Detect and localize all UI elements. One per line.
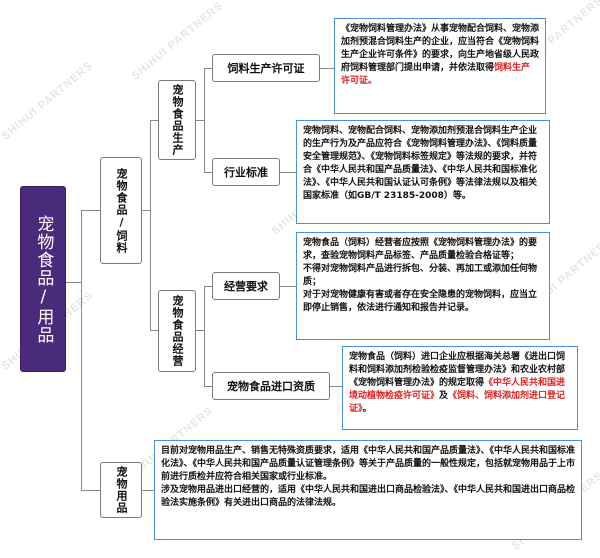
connector-line (280, 286, 296, 287)
operation-label: 宠物食品经营 (171, 295, 185, 367)
import-node: 宠物食品进口资质 (212, 372, 330, 400)
food-label: 宠物食品/饲料 (115, 167, 129, 254)
import-desc-text3: 。 (362, 404, 372, 414)
connector-line (150, 330, 158, 331)
license-label: 饲料生产许可证 (227, 62, 305, 75)
connector-line (204, 286, 205, 386)
import-desc-highlight2: 《饲料、饲料添加剂进口登记证》 (349, 391, 566, 414)
standard-label: 行业标准 (224, 166, 268, 179)
connector-line (150, 120, 158, 121)
standard-desc-text: 宠物饲料、宠物配合饲料、宠物添加剂预混合饲料生产企业的生产行为及产品应符合《宠物… (303, 126, 538, 201)
connector-line (330, 386, 342, 387)
connector-line (150, 120, 151, 330)
connector-line (66, 282, 81, 283)
operation-node: 宠物食品经营 (158, 290, 196, 372)
business-node: 经营要求 (212, 272, 280, 300)
connector-line (81, 210, 82, 490)
connector-line (204, 286, 212, 287)
connector-line (81, 490, 100, 491)
root-label: 宠物食品/用品 (33, 214, 54, 344)
business-desc-line1: 宠物食品（饲料）经营者应按照《宠物饲料管理办法》的要求，查验宠物饲料产品标签、产… (303, 238, 538, 261)
connector-line (196, 330, 204, 331)
watermark: SHIHUI PARTNERS (0, 59, 96, 143)
license-desc-text: 《宠物饲料管理办法》从事宠物配合饲料、宠物添加剂预混合饲料生产的企业，应当符合《… (341, 24, 540, 73)
connector-line (204, 68, 205, 172)
connector-line (204, 386, 212, 387)
production-label: 宠物食品生产 (171, 84, 185, 156)
import-description: 宠物食品（饲料）进口企业应根据海关总署《进出口饲料和饲料添加剂检验检疫监督管理办… (342, 346, 578, 430)
connector-line (320, 68, 334, 69)
supplies-node: 宠物用品 (100, 462, 142, 518)
supplies-desc-para1: 目前对宠物用品生产、销售无特殊资质要求，适用《中华人民共和国产品质量法》、《中华… (161, 446, 576, 482)
business-description: 宠物食品（饲料）经营者应按照《宠物饲料管理办法》的要求，查验宠物饲料产品标签、产… (296, 232, 550, 340)
supplies-desc-para2: 涉及宠物用品进出口经营的，适用《中华人民共和国进出口商品检验法》、《中华人民共和… (161, 485, 576, 508)
connector-line (204, 172, 212, 173)
connector-line (142, 210, 150, 211)
standard-description: 宠物饲料、宠物配合饲料、宠物添加剂预混合饲料生产企业的生产行为及产品应符合《宠物… (296, 120, 550, 224)
import-label: 宠物食品进口资质 (227, 380, 315, 393)
import-desc-text1: 宠物食品（饲料）进口企业应根据海关总署《进出口饲料和饲料添加剂检验检疫监督管理办… (349, 352, 566, 388)
standard-node: 行业标准 (212, 158, 280, 186)
connector-line (196, 120, 204, 121)
supplies-label: 宠物用品 (115, 466, 129, 514)
connector-line (204, 68, 212, 69)
license-desc-highlight: 饲料生产许可证。 (341, 63, 531, 86)
import-desc-highlight1: 《中华人民共和国进境动植物检疫许可证》 (349, 378, 566, 401)
license-node: 饲料生产许可证 (212, 54, 320, 82)
business-label: 经营要求 (224, 280, 268, 293)
connector-line (142, 490, 154, 491)
import-desc-text2: 及 (439, 391, 449, 401)
connector-line (280, 172, 296, 173)
supplies-description: 目前对宠物用品生产、销售无特殊资质要求，适用《中华人民共和国产品质量法》、《中华… (154, 440, 582, 540)
business-desc-line2: 不得对宠物饲料产品进行拆包、分装、再加工或添加任何物质； (303, 264, 538, 287)
connector-line (81, 210, 100, 211)
root-node: 宠物食品/用品 (20, 186, 66, 372)
license-description: 《宠物饲料管理办法》从事宠物配合饲料、宠物添加剂预混合饲料生产的企业，应当符合《… (334, 18, 546, 114)
food-node: 宠物食品/饲料 (100, 157, 142, 264)
production-node: 宠物食品生产 (158, 80, 196, 160)
business-desc-line3: 对于对宠物健康有害或者存在安全隐患的宠物饲料，应当立即停止销售，依法进行通知和报… (303, 290, 538, 313)
